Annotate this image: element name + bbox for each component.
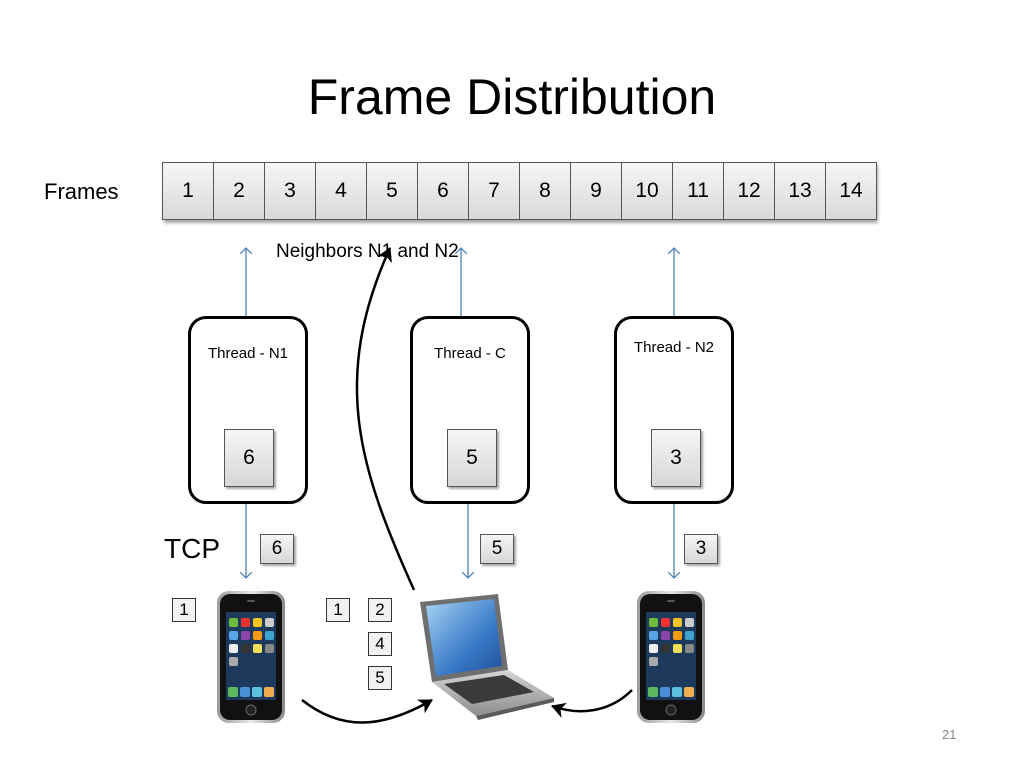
frame-cell: 6: [417, 162, 469, 220]
frame-cell: 3: [264, 162, 316, 220]
frame-cell: 4: [315, 162, 367, 220]
smartphone-icon: [217, 591, 285, 723]
device-frame-box: 2: [368, 598, 392, 622]
thread-label: Thread - N1: [207, 345, 289, 362]
tcp-label: TCP: [164, 533, 220, 564]
frame-cell: 5: [366, 162, 418, 220]
frames-label: Frames: [44, 179, 119, 204]
tcp-frame-box: 3: [684, 534, 718, 564]
frame-cell: 1: [162, 162, 214, 220]
tcp-frame-box: 5: [480, 534, 514, 564]
frame-cell: 14: [825, 162, 877, 220]
slide-title: Frame Distribution: [307, 69, 717, 125]
frame-strip: 1 2 3 4 5 6 7 8 9 10 11 12 13 14: [162, 162, 877, 220]
device-frame-box: 1: [326, 598, 350, 622]
tcp-frame-box: 6: [260, 534, 294, 564]
frame-cell: 12: [723, 162, 775, 220]
thread-frame-box: 6: [224, 429, 274, 487]
thread-frame-box: 3: [651, 429, 701, 487]
device-frame-box: 1: [172, 598, 196, 622]
thread-n2: Thread - N2 3: [614, 316, 734, 504]
thread-frame-box: 5: [447, 429, 497, 487]
curve-arrow-left-phone-to-laptop: [301, 698, 433, 724]
frame-cell: 11: [672, 162, 724, 220]
device-frame-box: 4: [368, 632, 392, 656]
curve-arrow-right-phone-to-laptop: [551, 689, 633, 718]
laptop-icon: [420, 594, 554, 720]
thread-label: Thread - N2: [633, 339, 715, 356]
thread-c: Thread - C 5: [410, 316, 530, 504]
smartphone-icon: [637, 591, 705, 723]
frame-cell: 7: [468, 162, 520, 220]
curve-arrow-laptop-to-neighbors: [355, 247, 416, 591]
frame-cell: 2: [213, 162, 265, 220]
device-frame-box: 5: [368, 666, 392, 690]
frame-cell: 13: [774, 162, 826, 220]
page-number: 21: [942, 727, 957, 742]
neighbors-label: Neighbors N1 and N2: [276, 241, 459, 262]
thread-n1: Thread - N1 6: [188, 316, 308, 504]
frame-cell: 8: [519, 162, 571, 220]
thread-label: Thread - C: [434, 345, 506, 362]
frame-cell: 10: [621, 162, 673, 220]
